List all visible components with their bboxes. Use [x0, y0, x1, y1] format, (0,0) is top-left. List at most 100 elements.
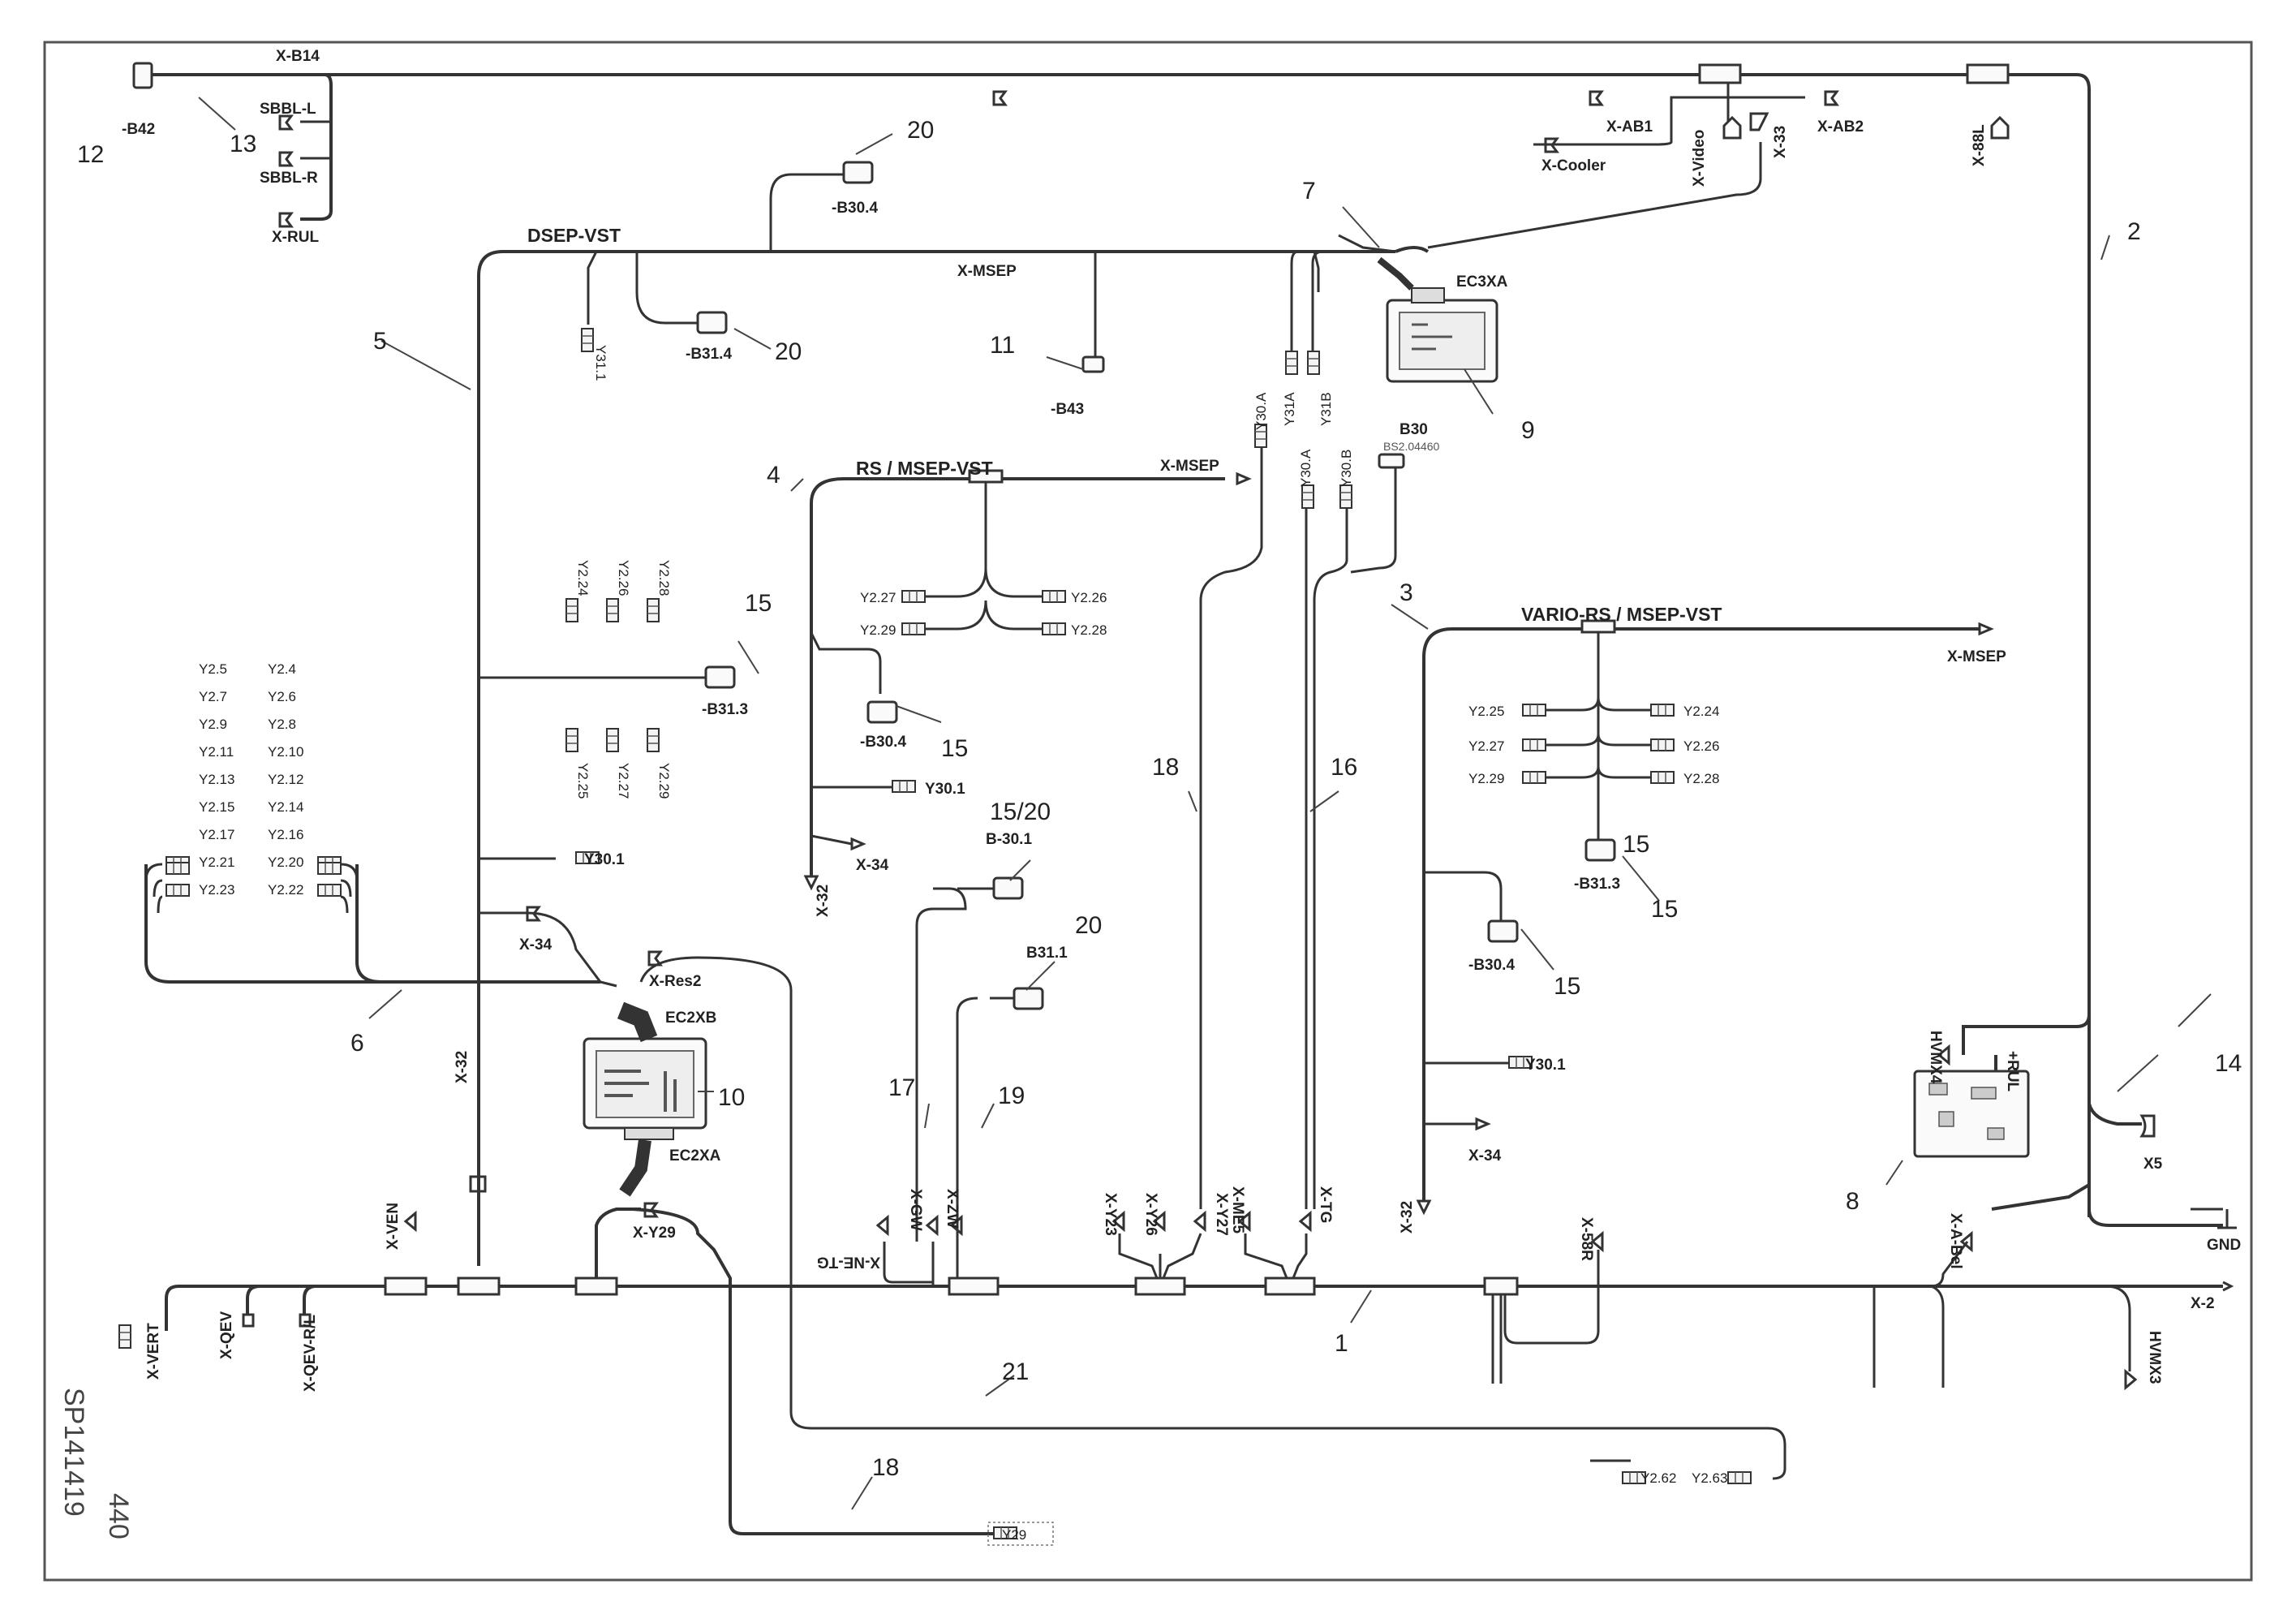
valve-block: Y2.5Y2.7Y2.9Y2.11Y2.13Y2.15Y2.17Y2.21Y2.… — [199, 560, 1719, 898]
vario-left-label-1: Y2.27 — [1468, 738, 1504, 754]
label-x-y26: X-Y26 — [1142, 1193, 1159, 1236]
label-y31b: Y31B — [1318, 392, 1334, 426]
valve-label-left-1: Y2.7 — [199, 689, 227, 704]
sheet-number: 440 — [103, 1493, 134, 1539]
label-x-msep-top: X-MSEP — [957, 263, 1017, 280]
ec3xa-control-unit — [1377, 256, 1498, 383]
rs-right-label-1: Y2.28 — [1071, 622, 1107, 638]
harness-13 — [146, 73, 333, 221]
label-y30-1-rs: Y30.1 — [925, 781, 965, 798]
dsep-bottom-label-2: Y2.29 — [656, 763, 672, 799]
callout-11: 11 — [990, 332, 1015, 359]
dsep-bottom-plug-0 — [565, 728, 578, 752]
plug-y30-1-vario — [1508, 1056, 1533, 1069]
valve-plug-right-8 — [317, 884, 342, 897]
label-b30-4-vario: -B30.4 — [1468, 957, 1515, 974]
valve-label-right-3: Y2.10 — [268, 744, 303, 760]
label-x-34-vario: X-34 — [1468, 1147, 1502, 1165]
callout-20-a: 20 — [907, 117, 934, 144]
harness-16-18 — [1199, 438, 1397, 1209]
vario-left-label-2: Y2.29 — [1468, 771, 1504, 786]
label-b43: -B43 — [1051, 401, 1084, 418]
dsep-top-label-2: Y2.28 — [656, 560, 672, 596]
label-x-ab1: X-AB1 — [1606, 118, 1653, 136]
label-y2-63: Y2.63 — [1692, 1470, 1727, 1486]
ec2-control-unit — [583, 1001, 707, 1197]
label-sbbl-r: SBBL-R — [260, 170, 318, 187]
label-x-zw: X-ZW — [944, 1189, 961, 1229]
label-vario-title: VARIO-RS / MSEP-VST — [1521, 604, 1722, 625]
vario-left-plug-0 — [1522, 704, 1546, 717]
rs-left-label-0: Y2.27 — [860, 590, 896, 605]
dsep-bottom-label-1: Y2.27 — [616, 763, 631, 799]
label-x-33: X-33 — [1772, 126, 1789, 158]
plug-y30a2 — [1301, 484, 1314, 509]
harness-6 — [144, 863, 600, 984]
label-gnd: GND — [2207, 1237, 2241, 1254]
drawing-frame — [43, 41, 2253, 1582]
dsep-bottom-plug-1 — [606, 728, 619, 752]
callout-6: 6 — [350, 1030, 364, 1057]
label-x-a-bel: X-A-Bel — [1947, 1213, 1964, 1269]
callout-15-b: 15 — [941, 735, 968, 762]
harness-5-dsep — [477, 173, 1395, 1266]
callout-19: 19 — [998, 1083, 1025, 1109]
label-x-32-vario: X-32 — [1399, 1201, 1416, 1233]
plug-y30-1-rs — [892, 780, 916, 793]
plug-y29 — [993, 1526, 1017, 1539]
vario-right-plug-2 — [1650, 771, 1675, 784]
callout-2: 2 — [2127, 218, 2141, 245]
drawing-reference: SP141419 440 — [58, 1388, 134, 1539]
callout-leaders — [198, 97, 2212, 1510]
label-x-ne-tg: X-NE-TG — [817, 1254, 880, 1271]
label-dsep-title: DSEP-VST — [527, 225, 621, 246]
dsep-top-label-1: Y2.26 — [616, 560, 631, 596]
label-b30-4-top: -B30.4 — [832, 200, 878, 217]
label-y30a: Y30.A — [1253, 392, 1269, 430]
callout-17: 17 — [888, 1074, 915, 1101]
label-rs-title: RS / MSEP-VST — [856, 458, 993, 479]
label-x-cooler: X-Cooler — [1541, 157, 1606, 174]
label-hvmx4: HVMX4 — [1927, 1031, 1944, 1084]
callout-4: 4 — [767, 462, 780, 489]
label-x-y23: X-Y23 — [1102, 1193, 1119, 1236]
label-x-y27: X-Y27 — [1213, 1193, 1230, 1236]
plug-y31a — [1285, 351, 1298, 375]
label-x-qev: X-QEV — [218, 1311, 235, 1359]
dsep-top-plug-1 — [606, 598, 619, 622]
harness-4-rs — [810, 477, 1225, 876]
callout-21: 21 — [1002, 1358, 1029, 1385]
label-b30-part: BS2.04460 — [1383, 440, 1439, 453]
valve-label-left-5: Y2.15 — [199, 799, 234, 815]
sensor-symbols — [132, 62, 1616, 1010]
plug-y30b — [1339, 484, 1352, 509]
vario-left-plug-1 — [1522, 738, 1546, 751]
plug-x-vert — [118, 1324, 131, 1349]
vario-right-plug-1 — [1650, 738, 1675, 751]
callout-10: 10 — [718, 1084, 745, 1111]
label-ec2xa: EC2XA — [669, 1147, 721, 1165]
callout-15-a: 15 — [745, 590, 772, 617]
vario-right-label-2: Y2.28 — [1683, 771, 1719, 786]
valve-label-right-8: Y2.22 — [268, 882, 303, 898]
label-x-34-rs: X-34 — [856, 857, 889, 874]
plug-y2-62 — [1622, 1471, 1646, 1484]
label-y30-1-vario: Y30.1 — [1525, 1057, 1566, 1074]
valve-label-right-1: Y2.6 — [268, 689, 296, 704]
label-x-res2: X-Res2 — [649, 973, 701, 990]
label-x-y29: X-Y29 — [633, 1225, 676, 1242]
vario-right-plug-0 — [1650, 704, 1675, 717]
plug-y31-1 — [581, 328, 594, 352]
callout-5: 5 — [373, 328, 387, 355]
callout-15-d: 15 — [1554, 973, 1580, 1000]
label-b42: -B42 — [122, 121, 155, 138]
label-y30b: Y30.B — [1339, 450, 1354, 487]
label-b30-4-rs: -B30.4 — [860, 734, 906, 751]
label-x5: X5 — [2143, 1156, 2163, 1173]
callout-1: 1 — [1335, 1330, 1348, 1357]
vario-right-label-1: Y2.26 — [1683, 738, 1719, 754]
callout-15-e: 15 — [1623, 831, 1649, 858]
valve-plug-left-extra — [166, 862, 190, 875]
valve-label-left-6: Y2.17 — [199, 827, 234, 842]
